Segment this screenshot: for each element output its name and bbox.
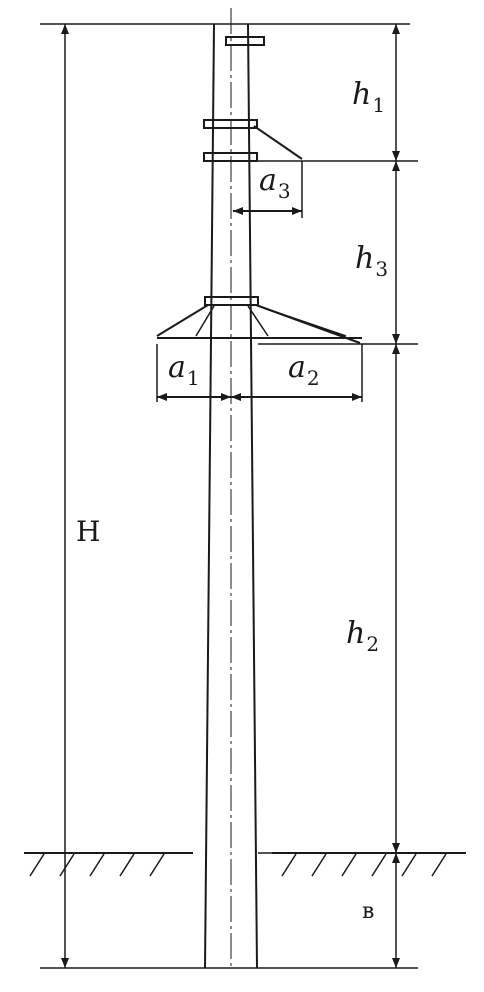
upper-bracket-ring-bottom bbox=[203, 152, 258, 162]
label-a2: a2 bbox=[288, 350, 320, 390]
crossarm-strut-right-inner bbox=[247, 305, 269, 337]
label-b: в bbox=[362, 899, 374, 924]
crossarm-strut-right-mid bbox=[263, 307, 347, 337]
label-h2: h2 bbox=[346, 616, 379, 656]
crossarm-strut-left-inner bbox=[195, 305, 215, 337]
ground-right bbox=[272, 852, 466, 877]
label-h3: h3 bbox=[355, 241, 388, 281]
pole-left-edge bbox=[204, 23, 215, 969]
pole-right-edge bbox=[247, 23, 258, 969]
upper-bracket-strut bbox=[253, 125, 303, 160]
label-a1: a1 bbox=[168, 350, 200, 390]
label-H: H bbox=[76, 515, 100, 548]
label-a3: a3 bbox=[259, 163, 291, 203]
crossarm-strut-left-outer bbox=[156, 304, 209, 337]
ground-left bbox=[24, 852, 193, 877]
crossarm-ring bbox=[204, 296, 259, 306]
upper-bracket-ring-top bbox=[203, 119, 258, 129]
pole-top-cap bbox=[225, 36, 265, 46]
label-h1: h1 bbox=[352, 77, 385, 117]
